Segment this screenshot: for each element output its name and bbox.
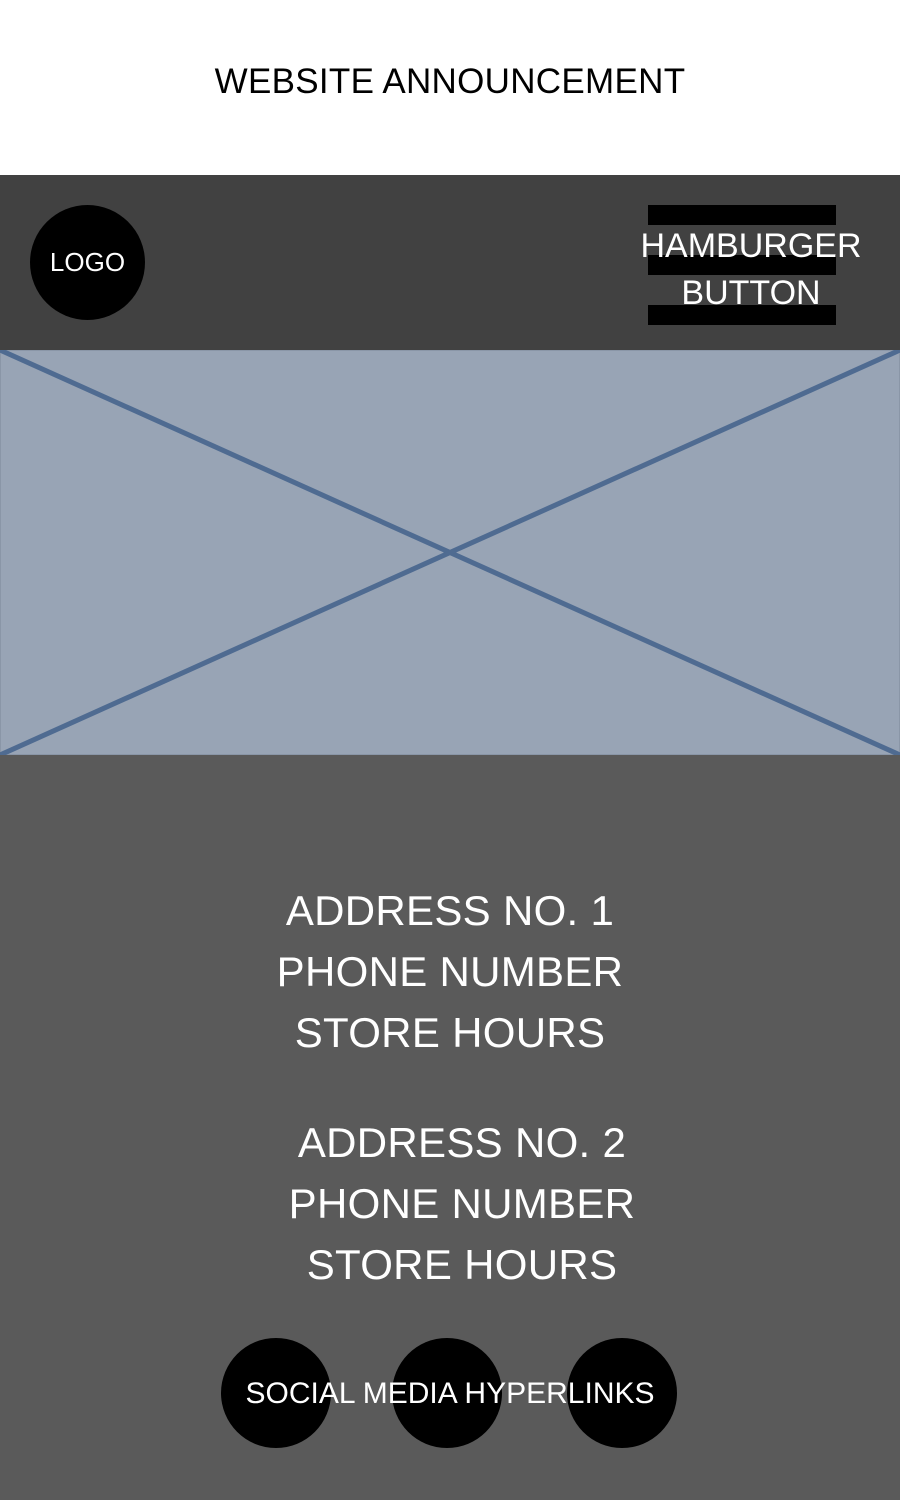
announcement-text: WEBSITE ANNOUNCEMENT bbox=[214, 62, 686, 101]
announcement-bar: WEBSITE ANNOUNCEMENT bbox=[0, 0, 900, 175]
social-link-1[interactable] bbox=[221, 1338, 331, 1448]
footer: ADDRESS NO. 1 PHONE NUMBER STORE HOURS A… bbox=[0, 755, 900, 1500]
hamburger-icon[interactable] bbox=[648, 205, 836, 325]
store-address: ADDRESS NO. 2 bbox=[297, 1119, 627, 1166]
social-media-label: SOCIAL MEDIA HYPERLINKS bbox=[245, 1377, 655, 1410]
store-info-1: ADDRESS NO. 1 PHONE NUMBER STORE HOURS bbox=[0, 880, 900, 1063]
store-phone[interactable]: PHONE NUMBER bbox=[288, 1180, 636, 1227]
hamburger-bar bbox=[648, 305, 836, 325]
hamburger-button-label[interactable]: HAMBURGER BUTTON bbox=[640, 227, 862, 312]
header: LOGO HAMBURGER BUTTON bbox=[0, 175, 900, 350]
store-hours: STORE HOURS bbox=[306, 1241, 618, 1288]
image-placeholder-icon bbox=[0, 350, 900, 755]
store-address: ADDRESS NO. 1 bbox=[285, 887, 615, 934]
hamburger-bar bbox=[648, 255, 836, 275]
social-link-3[interactable] bbox=[567, 1338, 677, 1448]
social-link-2[interactable] bbox=[392, 1338, 502, 1448]
hamburger-bar bbox=[648, 205, 836, 225]
hero-image-placeholder[interactable] bbox=[0, 350, 900, 755]
store-phone[interactable]: PHONE NUMBER bbox=[276, 948, 624, 995]
store-info-2: ADDRESS NO. 2 PHONE NUMBER STORE HOURS bbox=[12, 1112, 900, 1295]
logo[interactable]: LOGO bbox=[30, 205, 145, 320]
store-hours: STORE HOURS bbox=[294, 1009, 606, 1056]
